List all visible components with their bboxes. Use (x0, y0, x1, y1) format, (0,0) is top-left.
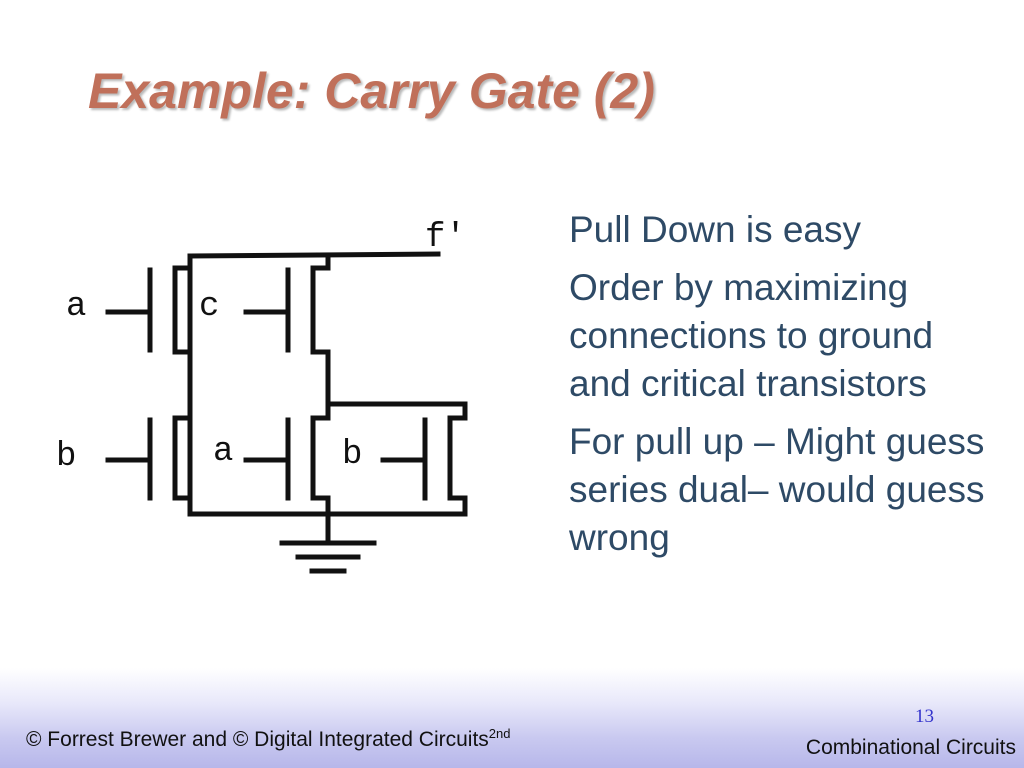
footer-band (0, 668, 1024, 768)
transistor-bottom-left (105, 415, 193, 501)
transistor-bottom-middle (243, 399, 331, 517)
bullet-text: For pull up – Might guess series dual– w… (569, 421, 985, 558)
output-node-wire (187, 251, 441, 259)
gate-label-top-left: a (66, 288, 86, 326)
footer-chapter: Combinational Circuits (805, 736, 1016, 759)
footer-copyright-text: © Forrest Brewer and © Digital Integrate… (26, 728, 489, 751)
bullet-item: Pull Down is easy (532, 206, 992, 254)
ground-icon (279, 511, 377, 574)
bullet-text: Pull Down is easy (569, 209, 862, 250)
footer-copyright: © Forrest Brewer and © Digital Integrate… (26, 726, 510, 752)
bullet-text: Order by maximizing connections to groun… (569, 267, 934, 404)
gate-label-bottom-left: b (56, 438, 76, 476)
bullet-item: Order by maximizing connections to groun… (532, 264, 992, 408)
gate-label-bottom-middle: a (213, 433, 233, 471)
bullet-list: Pull Down is easy Order by maximizing co… (532, 206, 992, 572)
transistor-top-left (105, 265, 193, 355)
bullet-item: For pull up – Might guess series dual– w… (532, 418, 992, 562)
output-label: f' (425, 219, 466, 257)
page-number: 13 (915, 706, 934, 727)
gate-label-top-middle: c (199, 288, 219, 326)
transistor-top-middle (243, 253, 331, 405)
footer-edition-superscript: 2nd (488, 726, 511, 741)
gate-label-bottom-right: b (342, 436, 362, 474)
slide-title: Example: Carry Gate (2) (88, 63, 655, 119)
transistor-bottom-right (325, 401, 468, 517)
